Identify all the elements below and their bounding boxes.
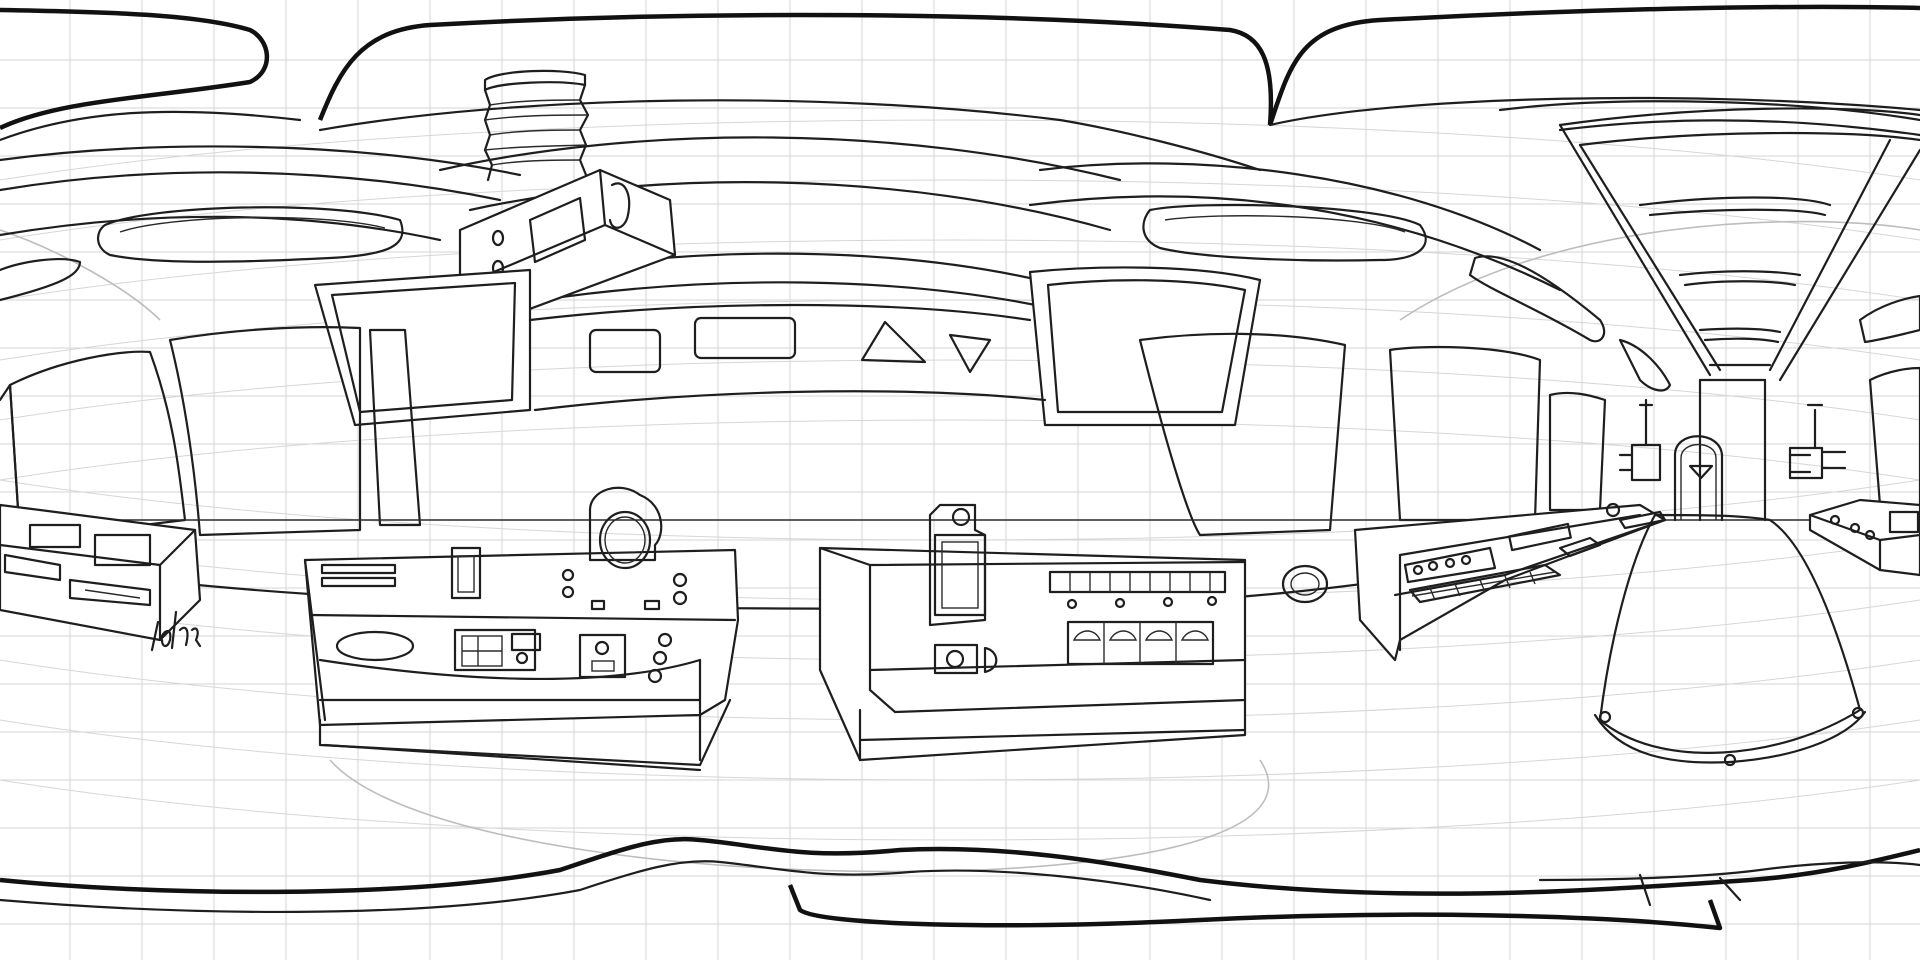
wall-hatch-round — [1281, 564, 1329, 604]
cockpit-windows — [0, 326, 1920, 547]
down-arrow-icon — [948, 333, 992, 374]
console-left-edge — [0, 503, 202, 652]
guide-line — [0, 779, 1920, 841]
artist-signature — [150, 610, 202, 652]
ceiling-light-strips — [0, 203, 1920, 392]
overhead-indicator-strip — [528, 303, 1047, 412]
door-arrow-icon — [1688, 464, 1714, 480]
guide-line — [1399, 220, 1920, 321]
guide-line — [0, 719, 1920, 781]
guide-line — [0, 299, 1920, 361]
guide-line — [0, 119, 1920, 181]
rear-corridor — [1558, 107, 1920, 767]
overhead-monitor-center — [1028, 266, 1262, 427]
floor-outline — [0, 836, 1920, 931]
overhead-monitor-left — [313, 268, 532, 427]
guide-line — [0, 479, 1920, 541]
console-pilot-left — [303, 486, 740, 772]
guide-line — [0, 239, 1920, 301]
console-pilot-right — [818, 503, 1247, 762]
console-right-side — [1353, 502, 1667, 662]
guide-line — [0, 359, 1920, 421]
warning-triangle-icon — [860, 320, 927, 364]
guide-line — [0, 179, 1920, 241]
console-far-right — [1808, 498, 1920, 577]
ceiling-hull-frame — [0, 4, 1920, 312]
guide-line — [329, 759, 1270, 873]
guide-line — [0, 229, 161, 321]
